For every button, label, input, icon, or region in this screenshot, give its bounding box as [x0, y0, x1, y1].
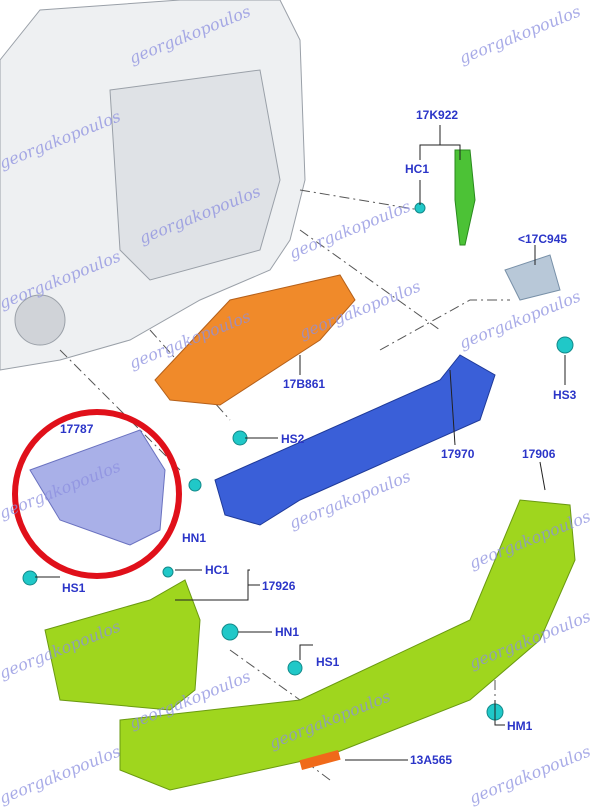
part-label-hc1-top[interactable]: HC1 [405, 162, 430, 176]
bracket-17787 [29, 429, 166, 546]
part-label-hc1-bottom[interactable]: HC1 [205, 563, 230, 577]
part-label-hn1-mid[interactable]: HN1 [275, 625, 300, 639]
part-label-17B861[interactable]: 17B861 [283, 377, 326, 391]
part-label-17787[interactable]: 17787 [60, 422, 94, 436]
bracket-17K922 [454, 149, 476, 246]
part-label-hn1-left[interactable]: HN1 [182, 531, 207, 545]
part-label-17970[interactable]: 17970 [441, 447, 475, 461]
part-label-hs1-mid[interactable]: HS1 [316, 655, 340, 669]
part-label-17926[interactable]: 17926 [262, 579, 296, 593]
part-label-hs2[interactable]: HS2 [281, 432, 305, 446]
leader-lines [35, 125, 566, 761]
bumper-end-17926 [44, 579, 201, 711]
reflector-13A565 [299, 749, 341, 771]
part-label-hm1[interactable]: HM1 [507, 719, 533, 733]
part-label-17K922[interactable]: 17K922 [416, 108, 459, 122]
vehicle-rear-outline [0, 0, 306, 371]
highlight-circle [12, 409, 182, 579]
bumper-cover-17906 [119, 499, 576, 791]
part-label-17906[interactable]: 17906 [522, 447, 556, 461]
part-label-17C945[interactable]: <17C945 [518, 232, 568, 246]
reinforcement-beam-17970 [214, 354, 496, 526]
part-label-hs3[interactable]: HS3 [553, 388, 577, 402]
part-label-13A565[interactable]: 13A565 [410, 753, 453, 767]
part-label-hs1-left[interactable]: HS1 [62, 581, 86, 595]
bracket-17B861 [154, 274, 356, 406]
bracket-17C945 [504, 254, 561, 301]
